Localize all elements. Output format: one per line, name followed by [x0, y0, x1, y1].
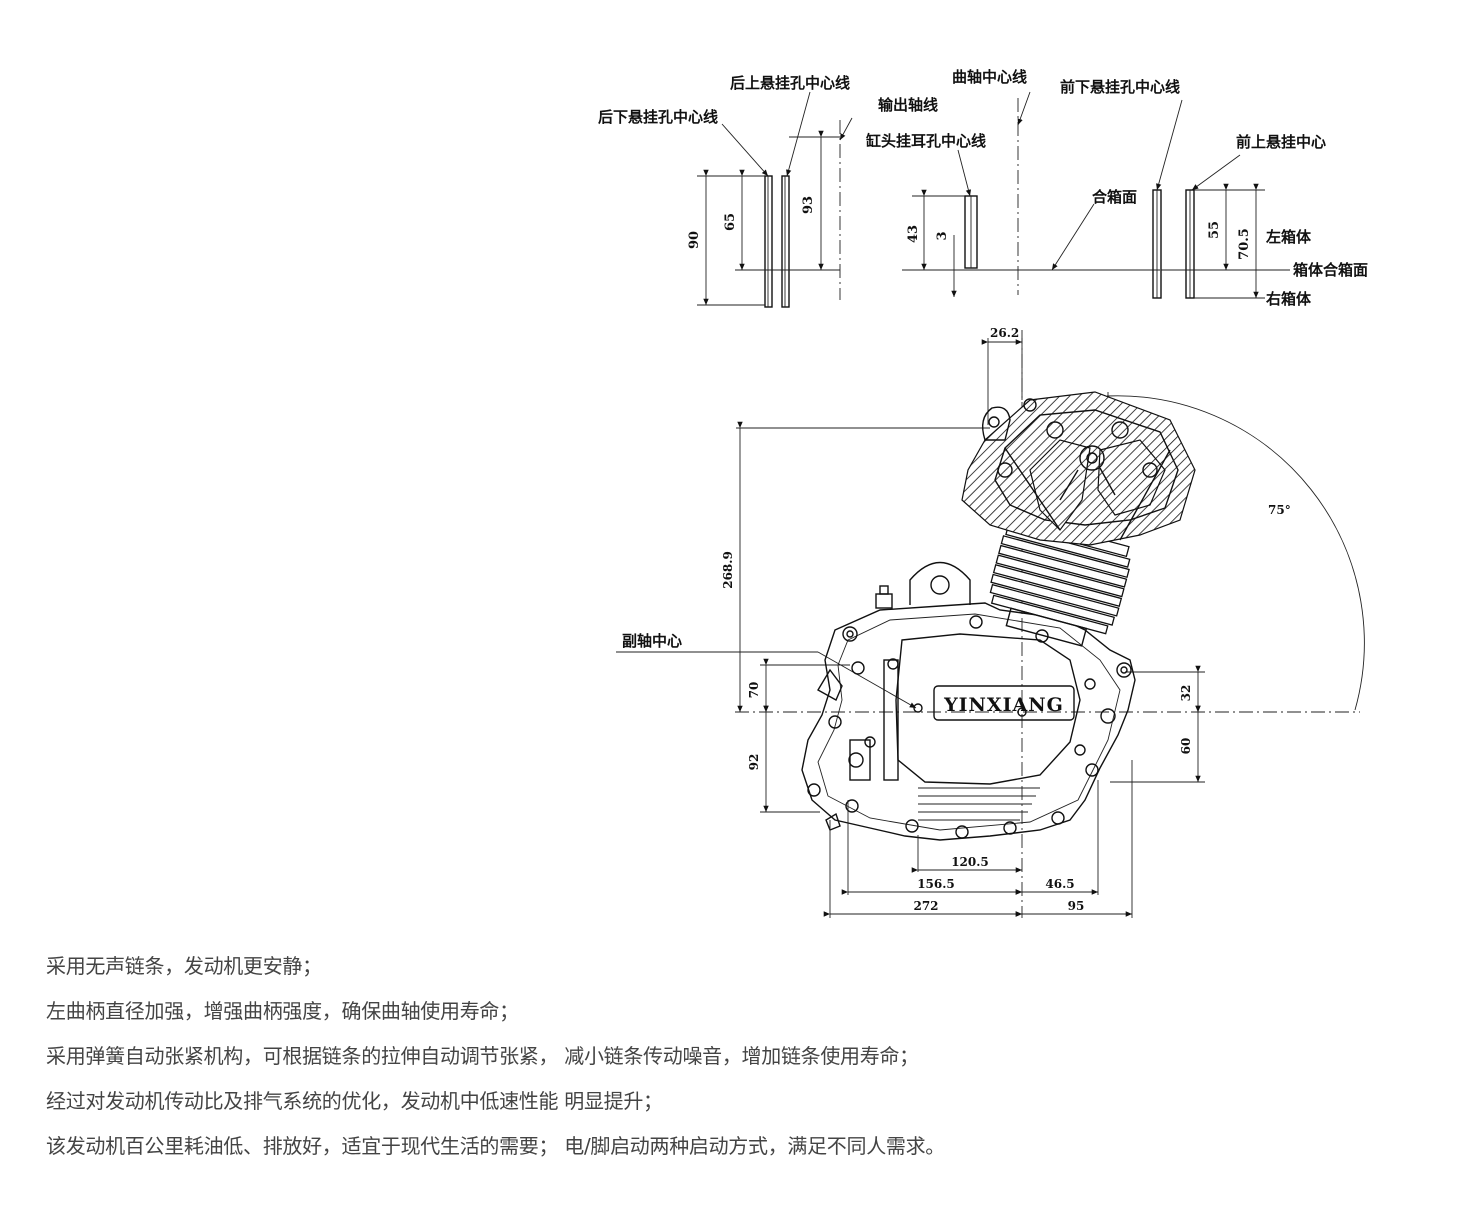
dim-46-5: 46.5	[1045, 877, 1074, 891]
brand-label: YINXIANG	[943, 694, 1064, 716]
dim-32: 32	[1179, 685, 1193, 702]
feature-item: 该发动机百公里耗油低、排放好，适宜于现代生活的需要； 电/脚启动两种启动方式，满…	[46, 1134, 945, 1158]
label-parting-surface: 合箱面	[1091, 188, 1137, 206]
dim-65: 65	[723, 213, 738, 231]
dim-95: 95	[1068, 899, 1085, 913]
feature-item: 左曲柄直径加强，增强曲柄强度，确保曲轴使用寿命；	[46, 999, 519, 1023]
dim-120-5: 120.5	[951, 855, 989, 869]
dim-90: 90	[687, 231, 702, 249]
rear-upper-bracket	[781, 175, 790, 308]
dim-92: 92	[747, 754, 761, 771]
feature-item: 采用弹簧自动张紧机构，可根据链条的拉伸自动调节张紧， 减小链条传动噪音，增加链条…	[46, 1044, 919, 1068]
label-front-lower-pivot: 前下悬挂孔中心线	[1060, 78, 1180, 96]
label-rear-axle-center: 副轴中心	[622, 632, 682, 650]
label-right-case: 右箱体	[1266, 290, 1312, 308]
dim-70: 70	[747, 682, 761, 699]
dim-156-5: 156.5	[917, 877, 955, 891]
dim-272: 272	[913, 899, 938, 913]
brand-plate	[933, 685, 1075, 721]
engine-side-view: 75° 26.2 268.9 70 92 32 60 副轴中心	[616, 326, 1365, 918]
cylinder-head	[961, 391, 1196, 546]
engine-technical-drawing: 90 65 93 后下悬挂孔中心线 后上悬挂孔中心线 输出轴线 43 3 缸头挂…	[598, 68, 1368, 918]
label-front-upper-pivot: 前上悬挂中心	[1236, 133, 1326, 151]
case-bolts	[807, 615, 1132, 839]
label-output-shaft: 输出轴线	[878, 96, 938, 114]
feature-list: 采用无声链条，发动机更安静； 左曲柄直径加强，增强曲柄强度，确保曲轴使用寿命； …	[46, 946, 945, 1171]
crankcase-fins	[918, 787, 1040, 821]
dim-70-5: 70.5	[1237, 228, 1252, 260]
label-rear-upper-mount: 后上悬挂孔中心线	[730, 74, 850, 92]
dim-43: 43	[906, 225, 921, 243]
feature-item: 采用无声链条，发动机更安静；	[46, 954, 322, 978]
dim-55: 55	[1207, 221, 1222, 239]
dim-60: 60	[1179, 738, 1193, 755]
dim-26-2: 26.2	[990, 326, 1019, 340]
feature-item: 经过对发动机传动比及排气系统的优化，发动机中低速性能 明显提升；	[46, 1089, 663, 1113]
dim-3: 3	[935, 231, 950, 240]
mounting-centerline-diagram: 90 65 93 后下悬挂孔中心线 后上悬挂孔中心线 输出轴线 43 3 缸头挂…	[598, 68, 1368, 308]
dim-angle-75: 75°	[1268, 503, 1291, 517]
label-crankshaft-center: 曲轴中心线	[952, 68, 1027, 86]
shift-boss	[909, 561, 971, 605]
rear-lower-bracket	[764, 175, 773, 308]
angle-arc	[1106, 395, 1365, 711]
label-rear-lower-pivot: 后下悬挂孔中心线	[598, 108, 718, 126]
label-cylinder-head-mount: 缸头挂耳孔中心线	[866, 132, 986, 150]
cylinder-block	[989, 515, 1131, 647]
label-left-case: 左箱体	[1265, 228, 1312, 246]
dim-93: 93	[801, 196, 816, 214]
label-case-parting-surface: 箱体合箱面	[1293, 261, 1368, 279]
dim-268-9: 268.9	[721, 551, 735, 589]
